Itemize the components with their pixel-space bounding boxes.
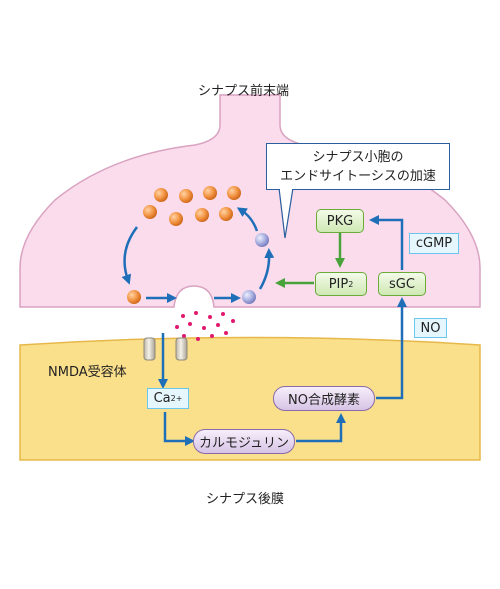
neurotransmitter-dot-icon bbox=[175, 311, 235, 341]
pkg-box: PKG bbox=[316, 209, 364, 233]
nmda-channel-icon bbox=[143, 337, 156, 361]
arrow-vesicle-docking bbox=[121, 226, 138, 285]
callout-line-2: エンドサイトーシスの加速 bbox=[280, 168, 436, 184]
vesicle-full-icon bbox=[143, 205, 157, 219]
ca-text: Ca bbox=[153, 391, 171, 406]
vesicle-full-icon bbox=[127, 290, 141, 304]
arrow-no-to-sgc bbox=[376, 297, 407, 400]
vesicle-full-icon bbox=[195, 208, 209, 222]
arrow-vesicle-refill bbox=[236, 207, 259, 232]
cgmp-box: cGMP bbox=[409, 233, 459, 254]
pip2-text: PIP bbox=[328, 276, 349, 292]
vesicle-empty-icon bbox=[242, 290, 256, 304]
nmda-channel-icon bbox=[175, 337, 188, 361]
arrow-vesicle-recycle-up bbox=[258, 248, 275, 290]
callout-join bbox=[280, 187, 292, 190]
nmda-receptor-label: NMDA受容体 bbox=[48, 365, 127, 380]
sgc-box: sGC bbox=[378, 272, 426, 296]
vesicle-full-icon bbox=[169, 212, 183, 226]
vesicle-full-icon bbox=[203, 186, 217, 200]
calmodulin-box: カルモジュリン bbox=[193, 429, 295, 454]
arrow-calmodulin-to-nos bbox=[296, 413, 346, 443]
ca-sup: 2+ bbox=[170, 394, 183, 403]
no-synthase-box: NO合成酵素 bbox=[273, 386, 375, 411]
arrow-ca-to-calmodulin bbox=[163, 412, 195, 446]
vesicle-full-icon bbox=[154, 188, 168, 202]
postsynaptic-label: シナプス後膜 bbox=[206, 492, 285, 507]
postsynaptic-region bbox=[19, 336, 481, 461]
vesicle-full-icon bbox=[179, 189, 193, 203]
no-box: NO bbox=[414, 318, 447, 338]
vesicle-full-icon bbox=[219, 207, 233, 221]
vesicle-full-icon bbox=[227, 186, 241, 200]
endocytosis-callout: シナプス小胞の エンドサイトーシスの加速 bbox=[266, 143, 450, 190]
vesicle-empty-icon bbox=[255, 233, 269, 247]
callout-line-1: シナプス小胞の bbox=[312, 149, 404, 165]
arrow-sgc-to-pkg bbox=[369, 215, 404, 270]
pip2-sub: 2 bbox=[348, 279, 354, 289]
presynaptic-label: シナプス前末端 bbox=[198, 84, 290, 99]
